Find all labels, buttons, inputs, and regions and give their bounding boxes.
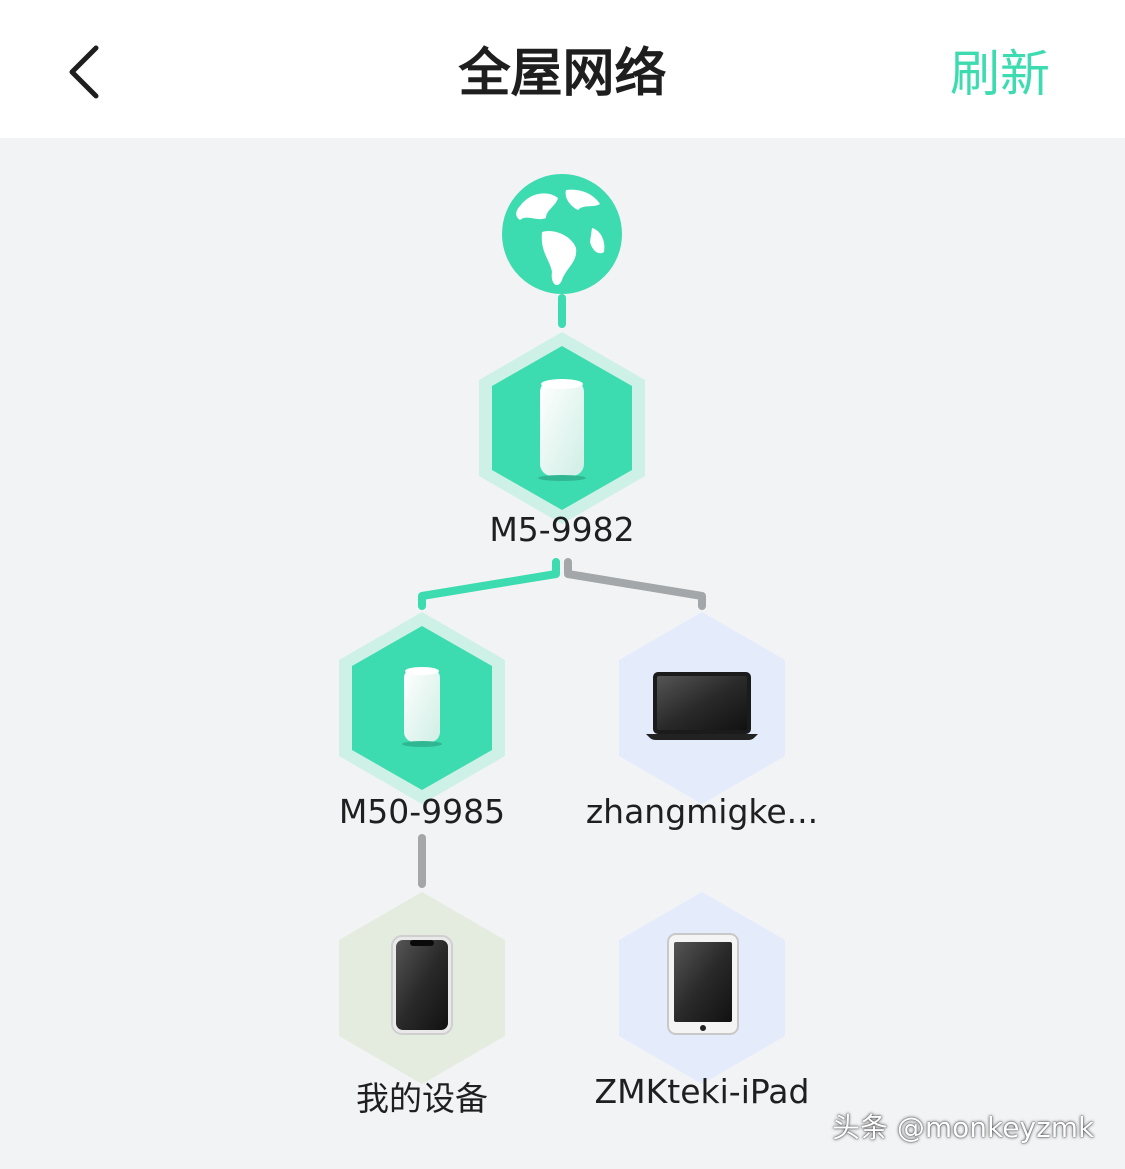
laptop-node[interactable] xyxy=(619,612,785,804)
router-icon xyxy=(402,667,442,747)
topology-links xyxy=(418,294,706,888)
app-header: 全屋网络 刷新 xyxy=(0,0,1125,138)
phone-icon xyxy=(391,935,453,1035)
ipad-label: ZMKteki-iPad xyxy=(594,1072,810,1111)
main-router-node[interactable] xyxy=(479,332,645,524)
ipad-node[interactable] xyxy=(619,892,785,1084)
network-topology: M5-9982 M50-9985 zhangmigke... 我的设备 ZMKt… xyxy=(0,138,1125,1165)
laptop-label: zhangmigke... xyxy=(585,792,819,831)
back-button[interactable] xyxy=(52,36,124,108)
link-main-laptop xyxy=(564,558,706,610)
chevron-left-icon xyxy=(69,45,99,99)
laptop-icon xyxy=(646,672,758,740)
sub-router-node[interactable] xyxy=(339,612,505,804)
main-router-label: M5-9982 xyxy=(489,510,635,549)
router-icon xyxy=(538,379,586,481)
my-device-node[interactable] xyxy=(339,892,505,1084)
refresh-button[interactable]: 刷新 xyxy=(950,45,1050,103)
topology-canvas xyxy=(339,174,785,1084)
link-main-sub xyxy=(418,558,560,610)
watermark: 头条 @monkeyzmk xyxy=(832,1111,1095,1144)
sub-router-label: M50-9985 xyxy=(338,792,506,831)
tablet-icon xyxy=(667,933,739,1035)
my-device-label: 我的设备 xyxy=(356,1079,488,1118)
internet-node[interactable] xyxy=(502,174,622,294)
